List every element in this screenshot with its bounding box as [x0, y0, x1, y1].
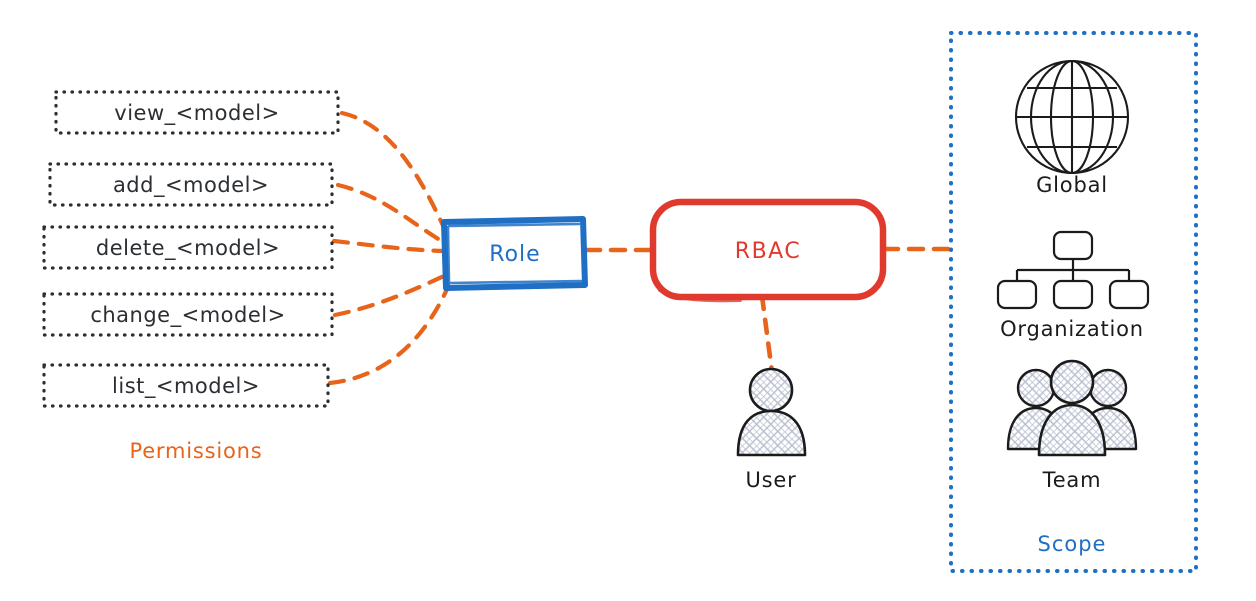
permission-label-view: view_<model>	[114, 101, 279, 126]
permission-box-view[interactable]	[54, 90, 340, 135]
role-box-sketch-stroke	[446, 222, 583, 286]
permission-box-delete[interactable]	[42, 225, 334, 270]
permission-box-add[interactable]	[48, 162, 334, 207]
connector-rbac-to-user	[759, 293, 775, 375]
connector-change-to-role	[332, 272, 449, 318]
permissions-group-label: Permissions	[129, 439, 262, 463]
connector-delete-to-role	[331, 238, 447, 254]
role-box-outline	[441, 216, 588, 291]
scope-panel	[949, 31, 1198, 573]
user-label: User	[745, 468, 796, 492]
permission-box-list[interactable]	[42, 363, 330, 408]
globe-icon	[1014, 59, 1130, 175]
rbac-box[interactable]	[649, 198, 887, 303]
scope-item-label-organization: Organization	[1000, 317, 1144, 341]
scope-item-label-team: Team	[1042, 468, 1102, 492]
permission-label-add: add_<model>	[113, 173, 269, 198]
permission-boxes	[42, 90, 340, 408]
scope-group-label: Scope	[1038, 532, 1107, 556]
permission-box-change[interactable]	[42, 292, 334, 337]
rbac-label: RBAC	[735, 239, 801, 264]
person-icon	[736, 367, 807, 457]
org-chart-icon	[996, 230, 1150, 310]
permission-label-change: change_<model>	[90, 303, 285, 328]
rbac-box-sketch-stroke	[658, 288, 742, 303]
role-label: Role	[489, 242, 540, 267]
scope-item-label-global: Global	[1036, 173, 1108, 197]
permission-label-list: list_<model>	[112, 374, 260, 399]
role-box[interactable]	[441, 216, 588, 291]
permission-label-delete: delete_<model>	[96, 236, 280, 261]
rbac-box-outline	[649, 198, 887, 301]
connector-add-to-role	[335, 182, 448, 246]
connector-view-to-role	[339, 110, 449, 235]
connector-group-permissions-to-role	[327, 110, 451, 386]
connector-list-to-role	[327, 284, 451, 386]
people-group-icon	[1006, 359, 1138, 457]
